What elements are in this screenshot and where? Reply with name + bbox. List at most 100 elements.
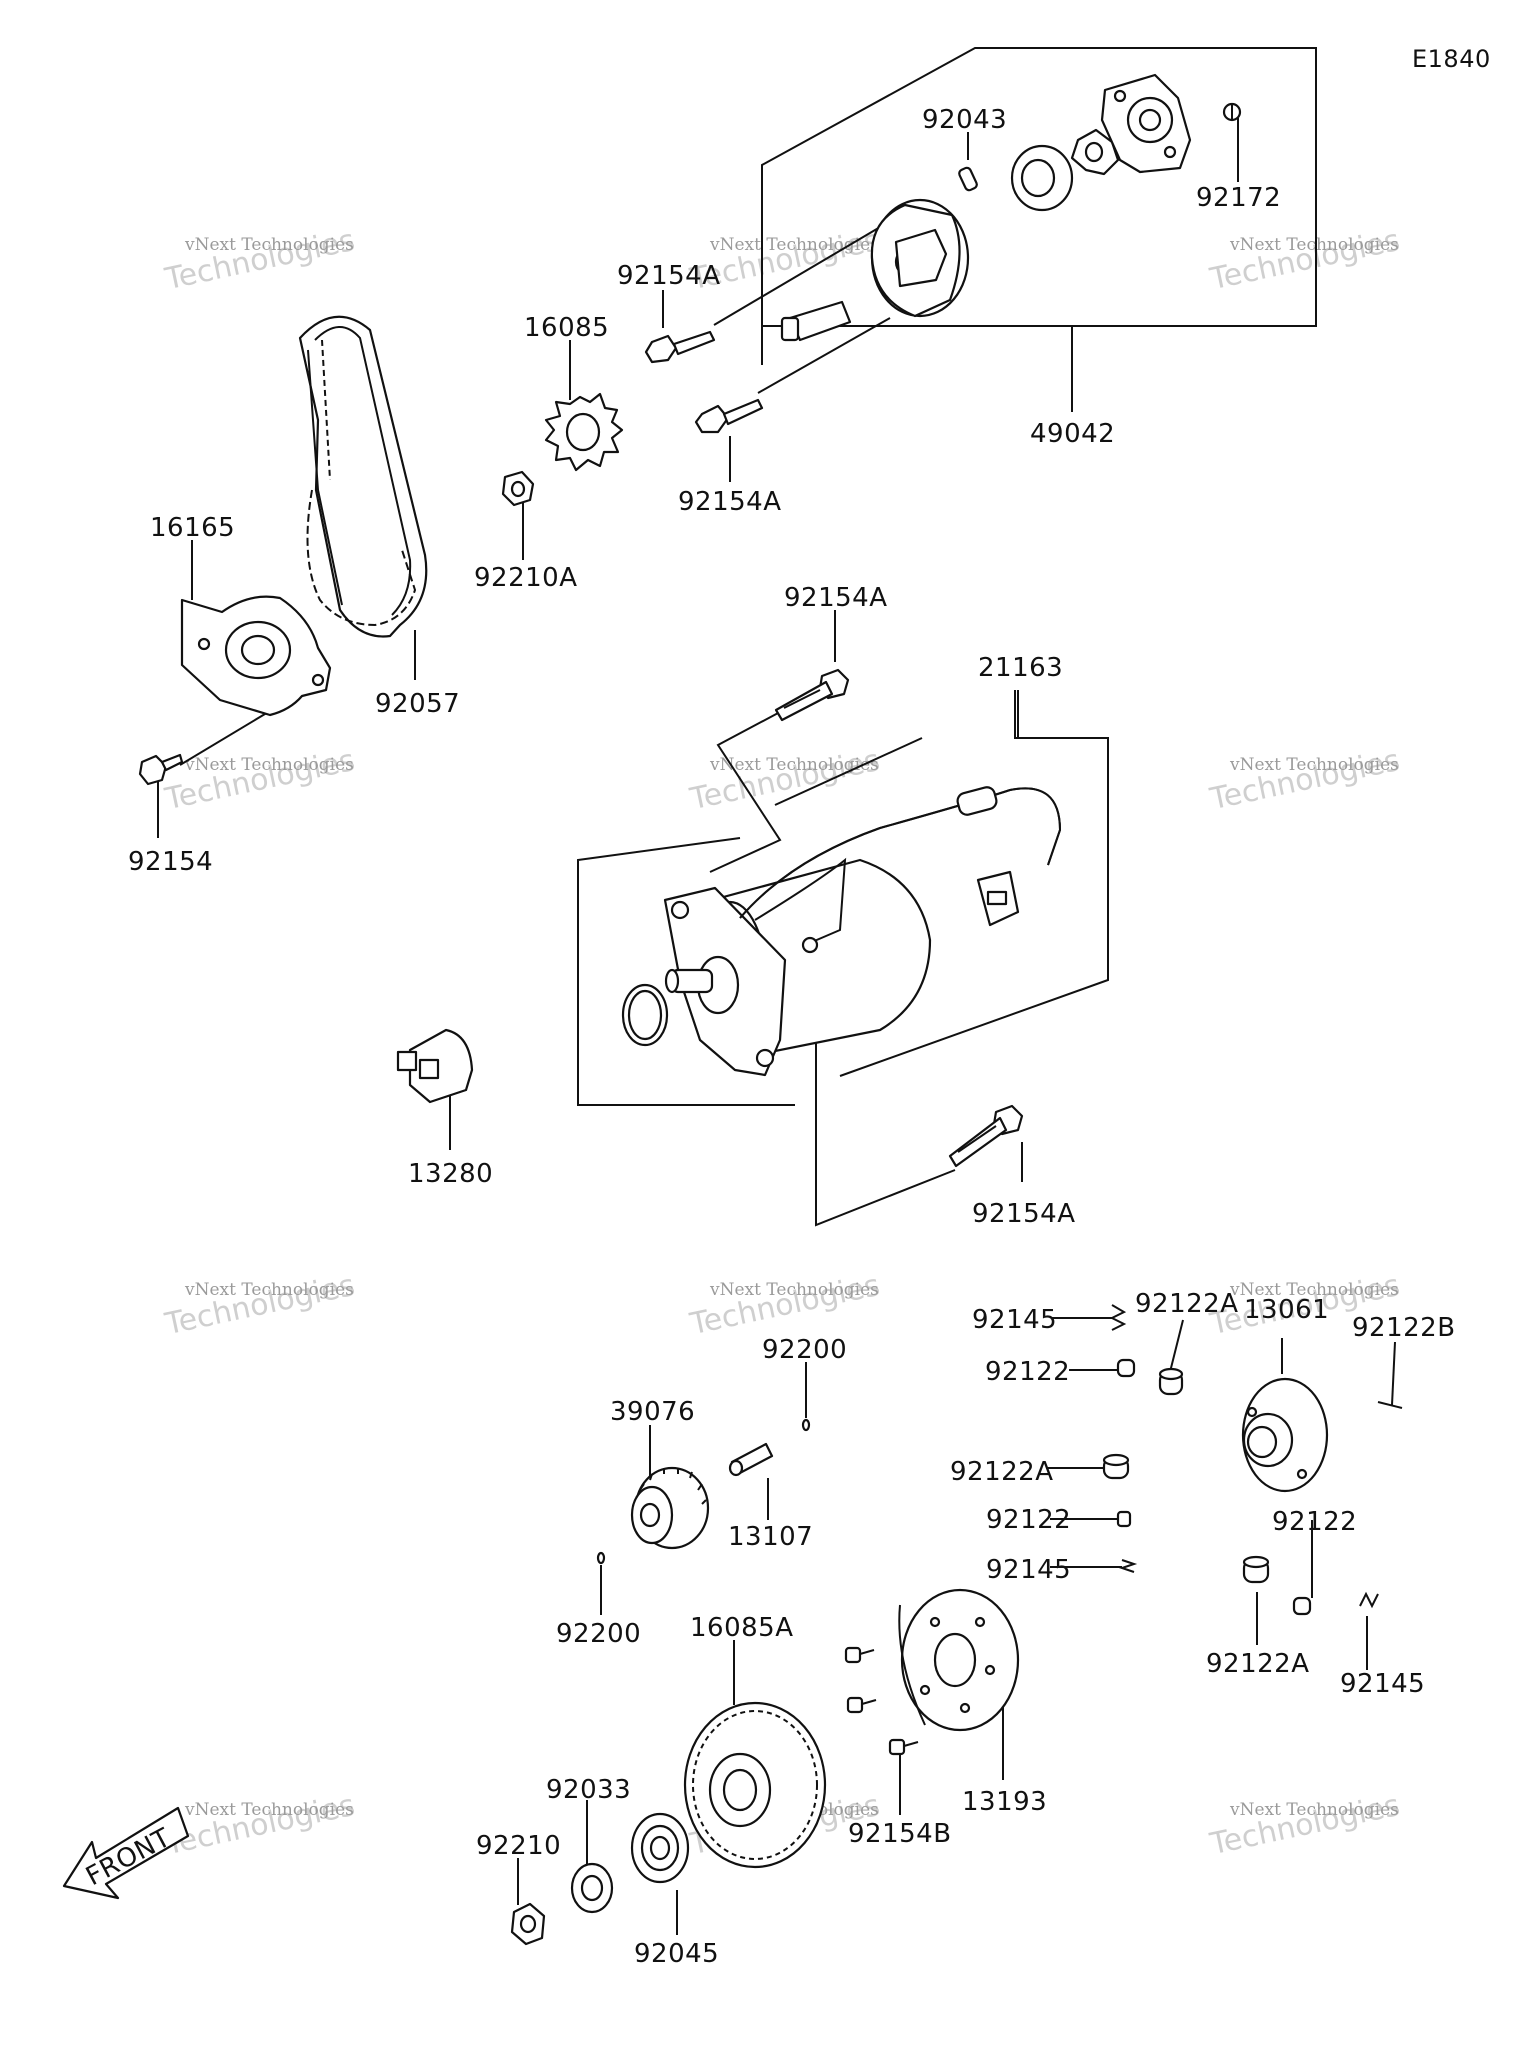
label-92210: 92210 xyxy=(476,1831,561,1861)
cam-chain-92057 xyxy=(298,315,428,638)
watermark-text: vNext Technologies xyxy=(709,1280,879,1300)
label-49042: 49042 xyxy=(1030,419,1115,449)
label-92122-3: 92122 xyxy=(1272,1507,1357,1537)
nut-92210 xyxy=(510,1902,546,1946)
plunger-92122-c xyxy=(1292,1596,1312,1616)
watermark-text: vNext Technologies xyxy=(184,1800,354,1820)
label-92154a-4: 92154A xyxy=(972,1199,1076,1229)
roller-92122a-b xyxy=(1102,1453,1130,1480)
label-92043: 92043 xyxy=(922,105,1007,135)
label-92154b: 92154B xyxy=(848,1819,952,1849)
watermark: Technologies vNext Technologies xyxy=(686,743,883,818)
circlip-92200-a xyxy=(801,1418,811,1432)
screw-92172 xyxy=(1222,102,1242,122)
washer-92033 xyxy=(570,1862,614,1914)
diagram-code: E1840 xyxy=(1412,45,1491,73)
label-92045: 92045 xyxy=(634,1939,719,1969)
bracket-21163-top-bolt xyxy=(709,711,782,873)
spring-92145-b xyxy=(1118,1559,1138,1573)
watermark-text: vNext Technologies xyxy=(184,1280,354,1300)
bracket-49042 xyxy=(761,47,1317,365)
label-92122a-1: 92122A xyxy=(1135,1289,1239,1319)
label-92145-1: 92145 xyxy=(972,1305,1057,1335)
label-92154a-1: 92154A xyxy=(617,261,721,291)
bolt-92154b-c xyxy=(888,1738,919,1756)
shaft-13107 xyxy=(728,1442,774,1477)
watermark: Technologies vNext Technologies xyxy=(1206,743,1403,818)
watermark-text: vNext Technologies xyxy=(1229,755,1399,775)
pump-drive-gear xyxy=(1070,128,1120,176)
label-92145-2: 92145 xyxy=(986,1555,1071,1585)
label-92122a-3: 92122A xyxy=(1206,1649,1310,1679)
starter-o-ring xyxy=(621,983,669,1047)
label-92122a-2: 92122A xyxy=(950,1457,1054,1487)
label-13061: 13061 xyxy=(1244,1295,1329,1325)
watermark-text: vNext Technologies xyxy=(1229,235,1399,255)
nut-92210a xyxy=(501,470,535,507)
rotor-13193 xyxy=(898,1588,1020,1732)
roller-92122a-c xyxy=(1242,1555,1270,1584)
watermark-text: vNext Technologies xyxy=(709,755,879,775)
label-92033: 92033 xyxy=(546,1775,631,1805)
label-92122-2: 92122 xyxy=(986,1505,1071,1535)
watermark-text: vNext Technologies xyxy=(709,235,879,255)
spring-92145-c xyxy=(1359,1591,1379,1609)
roller-92122a-a xyxy=(1158,1367,1184,1396)
pin-92122b xyxy=(1377,1401,1403,1409)
watermark: Technologies vNext Technologies xyxy=(1206,1788,1403,1863)
spring-92145-a xyxy=(1109,1304,1127,1331)
bracket-21163 xyxy=(839,690,1109,1077)
chain-guide-16165 xyxy=(180,595,332,717)
bolt-92154a-long-bottom xyxy=(948,1104,1024,1168)
pump-inner-rotor xyxy=(1010,144,1074,212)
bolt-92154a-middle xyxy=(694,398,764,434)
watermark-text: vNext Technologies xyxy=(1229,1280,1399,1300)
label-13193: 13193 xyxy=(962,1787,1047,1817)
bolt-92154a-upper xyxy=(644,330,716,364)
label-13107: 13107 xyxy=(728,1522,813,1552)
label-92145-3: 92145 xyxy=(1340,1669,1425,1699)
label-39076: 39076 xyxy=(610,1397,695,1427)
bracket-21163-bottom xyxy=(815,993,956,1227)
label-92122-1: 92122 xyxy=(985,1357,1070,1387)
label-16165: 16165 xyxy=(150,513,235,543)
part-number-labels: 92043 92172 92154A 16085 92154A 49042 16… xyxy=(128,105,1456,1969)
bracket-21163-box xyxy=(577,837,795,1106)
watermark: Technologies vNext Technologies xyxy=(161,743,358,818)
pin-92043 xyxy=(958,166,978,192)
label-21163: 21163 xyxy=(978,653,1063,683)
watermark: Technologies vNext Technologies xyxy=(161,1268,358,1343)
watermark: Technologies vNext Technologies xyxy=(686,1268,883,1343)
label-16085: 16085 xyxy=(524,313,609,343)
label-92057: 92057 xyxy=(375,689,460,719)
pump-housing xyxy=(870,198,970,318)
brush-holder-13280 xyxy=(396,1028,474,1104)
label-92154a-2: 92154A xyxy=(678,487,782,517)
pump-shaft xyxy=(780,300,852,342)
label-92154: 92154 xyxy=(128,847,213,877)
bolt-92154 xyxy=(138,753,184,786)
starter-gear-16085a xyxy=(683,1701,827,1869)
watermark: Technologies vNext Technologies xyxy=(1206,223,1403,298)
bolt-92154b-a xyxy=(844,1646,875,1664)
label-92172: 92172 xyxy=(1196,183,1281,213)
circlip-92200-b xyxy=(596,1551,606,1565)
label-92200-1: 92200 xyxy=(762,1335,847,1365)
one-way-clutch-13061 xyxy=(1241,1377,1329,1493)
plunger-92122-a xyxy=(1116,1358,1136,1378)
watermark-text: vNext Technologies xyxy=(184,235,354,255)
starter-motor-21163 xyxy=(663,786,1062,1077)
label-92122b: 92122B xyxy=(1352,1313,1456,1343)
label-92200-2: 92200 xyxy=(556,1619,641,1649)
pump-cover-plate xyxy=(1100,73,1192,174)
label-92154a-3: 92154A xyxy=(784,583,888,613)
label-16085a: 16085A xyxy=(690,1613,794,1643)
watermark-text: vNext Technologies xyxy=(184,755,354,775)
label-92210a: 92210A xyxy=(474,563,578,593)
watermark: Technologies vNext Technologies xyxy=(161,223,358,298)
front-label: FRONT xyxy=(81,1823,176,1892)
watermark: Technologies vNext Technologies xyxy=(161,1788,358,1863)
bracket-21163-left xyxy=(774,737,923,806)
